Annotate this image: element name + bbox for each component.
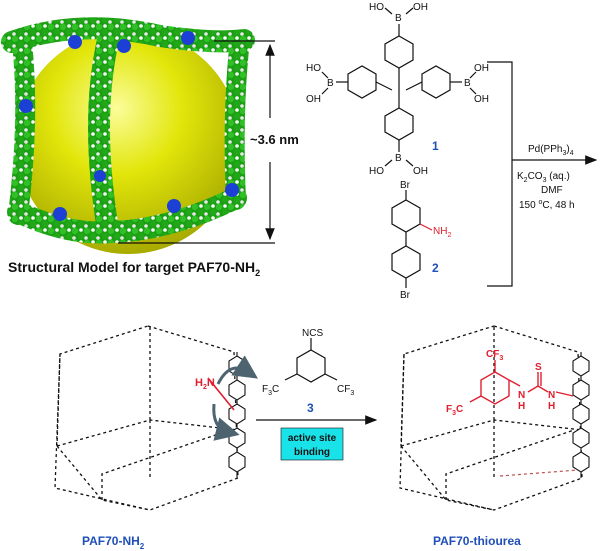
base-label: K2CO3 (aq.) (517, 171, 570, 184)
boron-label: B (395, 13, 402, 24)
pore-sphere (16, 30, 240, 254)
reagent-3 (284, 338, 338, 383)
left-amine-label: H2N (195, 377, 215, 391)
right-cage-accent (499, 469, 579, 477)
hydroxyl-label: OH (413, 2, 428, 13)
monomer-2 (391, 190, 433, 288)
hydroxyl-label: OH (306, 94, 321, 105)
framework-left-strut (8, 32, 36, 225)
model-caption: Structural Model for target PAF70-NH2 (8, 259, 260, 278)
amine-label: NH2 (433, 226, 451, 239)
benzene-ring (296, 349, 326, 383)
nitrogen-atom (117, 39, 131, 53)
active-site-line1: active site (288, 433, 337, 444)
monomer-1 (321, 7, 477, 167)
thiourea-n1: N (518, 390, 525, 401)
structural-model: ~3.6 nm Structural Model for target PAF7… (1, 17, 299, 278)
thiourea-n2: N (548, 390, 555, 401)
right-cf3-left: F3C (446, 404, 463, 417)
reaction-bracket (487, 61, 513, 287)
cf3-right-label: CF3 (337, 384, 354, 397)
thiourea-group (469, 360, 574, 405)
right-cf3-top: CF3 (486, 349, 503, 362)
benzene-ring (391, 245, 421, 279)
hydroxyl-label: HO (369, 2, 384, 13)
compound-3-id: 3 (307, 401, 314, 415)
hydroxyl-label: OH (474, 63, 489, 74)
left-product-label: PAF70-NH2 (82, 534, 145, 551)
boron-label: B (464, 78, 471, 89)
nitrogen-atom (181, 31, 195, 45)
nitrogen-atom (225, 183, 239, 197)
benzene-ring (347, 65, 377, 99)
hydroxyl-label: HO (369, 166, 384, 177)
nitrogen-atom (19, 99, 33, 113)
amine-highlight-bond (207, 377, 235, 411)
nitrogen-atom (94, 170, 106, 182)
amine-bond (419, 223, 433, 231)
isothiocyanate-label: NCS (302, 328, 323, 339)
benzene-ring (480, 371, 510, 405)
dimension-label: ~3.6 nm (250, 132, 299, 147)
rotation-arrow-bottom (212, 403, 240, 441)
catalyst-label: Pd(PPh3)4 (528, 144, 574, 157)
benzene-ring (421, 65, 451, 99)
nitrogen-atom (68, 35, 82, 49)
rotation-arrow-top (216, 355, 258, 385)
monomer-1-labels: B HO OH B HO OH B OH OH B HO OH (306, 2, 489, 177)
left-cage (54, 325, 239, 511)
benzene-ring (384, 107, 414, 141)
framework-top-strut (1, 17, 255, 53)
right-linker-chain (572, 352, 590, 478)
nitrogen-atom (53, 207, 67, 221)
bromine-bottom: Br (400, 290, 411, 301)
framework-bottom-strut (7, 187, 247, 244)
active-site-line2: binding (294, 447, 330, 458)
thio-sulfur: S (535, 362, 542, 373)
cf3-left-label: F3C (262, 384, 279, 397)
left-linker-chain (228, 352, 246, 478)
bromine-top: Br (400, 180, 411, 191)
solvent-label: DMF (541, 185, 563, 196)
hydroxyl-label: OH (474, 94, 489, 105)
framework-right-strut (224, 30, 250, 210)
hydroxyl-label: OH (413, 166, 428, 177)
compound-2-id: 2 (432, 261, 439, 275)
benzene-ring (384, 35, 414, 69)
right-product-label: PAF70-thiourea (433, 534, 521, 548)
active-site-box (280, 427, 344, 461)
thiourea-h2: H (548, 401, 555, 412)
nitrogen-atom (167, 199, 181, 213)
reaction-conditions: Pd(PPh3)4 K2CO3 (aq.) DMF 150 oC, 48 h (517, 144, 575, 211)
conditions-label: 150 oC, 48 h (519, 199, 575, 211)
framework-middle-strut (88, 29, 119, 241)
boron-label: B (327, 78, 334, 89)
compound-1-id: 1 (432, 139, 439, 153)
thiourea-h1: H (518, 401, 525, 412)
right-cage (399, 325, 583, 511)
boron-label: B (395, 153, 402, 164)
benzene-ring (391, 199, 421, 233)
hydroxyl-label: HO (306, 63, 321, 74)
